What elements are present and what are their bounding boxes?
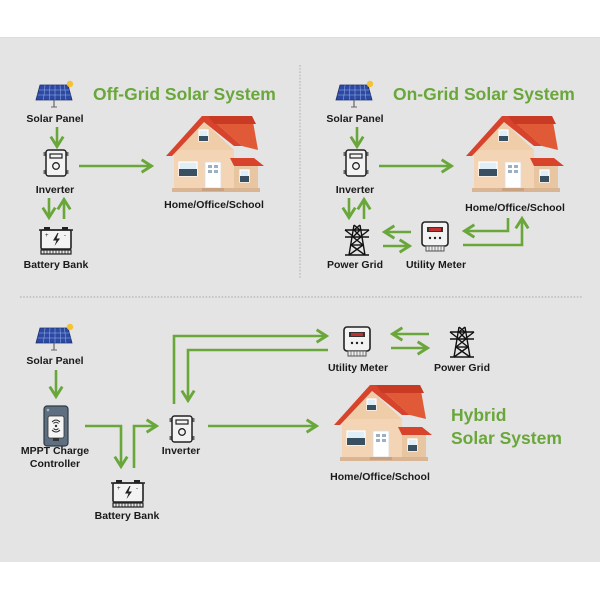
charge-controller-icon — [43, 405, 69, 447]
hybrid-title-line2: Solar System — [451, 428, 562, 448]
transmission-tower-icon — [449, 326, 475, 358]
hybrid-home-label: Home/Office/School — [330, 471, 430, 483]
electric-meter-icon — [343, 326, 371, 357]
solar-panel-icon — [35, 323, 74, 351]
hybrid-utility-meter-label: Utility Meter — [328, 362, 388, 374]
inverter-icon — [168, 415, 196, 443]
off-grid-title: Off-Grid Solar System — [93, 84, 276, 104]
hybrid-mppt-label-line2: Controller — [30, 458, 80, 470]
inverter-icon — [342, 149, 370, 177]
hybrid-battery-label: Battery Bank — [95, 510, 160, 522]
hybrid-inverter-label: Inverter — [162, 445, 201, 457]
arrow-mppt-to-battery — [85, 424, 129, 470]
on-grid-inverter-label: Inverter — [336, 184, 375, 196]
battery-icon — [38, 226, 74, 255]
hybrid-mppt-label-line1: MPPT Charge — [21, 445, 89, 457]
on-grid-utility-meter-label: Utility Meter — [406, 259, 466, 271]
house-icon — [165, 115, 265, 193]
solar-panel-icon — [35, 80, 74, 108]
arrow-inverter-to-meter — [172, 328, 330, 404]
off-grid-home-label: Home/Office/School — [164, 199, 264, 211]
arrow-meter-to-home — [463, 215, 530, 247]
on-grid-home-label: Home/Office/School — [465, 202, 565, 214]
inverter-icon — [42, 149, 70, 177]
on-grid-title: On-Grid Solar System — [393, 84, 575, 104]
off-grid-section: Off-Grid Solar System Solar Panel Invert… — [24, 80, 276, 271]
off-grid-inverter-label: Inverter — [36, 184, 75, 196]
arrow-battery-to-inverter — [132, 418, 160, 468]
hybrid-section: Hybrid Solar System Solar Panel MPPT Cha… — [21, 323, 562, 522]
on-grid-solar-panel-label: Solar Panel — [326, 113, 383, 125]
house-icon — [333, 384, 433, 462]
electric-meter-icon — [421, 221, 449, 252]
solar-panel-icon — [335, 80, 374, 108]
house-icon — [465, 115, 565, 193]
arrow-meter-to-inverter — [180, 348, 328, 404]
off-grid-battery-label: Battery Bank — [24, 259, 89, 271]
battery-icon — [110, 479, 146, 508]
off-grid-solar-panel-label: Solar Panel — [26, 113, 83, 125]
hybrid-solar-panel-label: Solar Panel — [26, 355, 83, 367]
transmission-tower-icon — [344, 224, 370, 256]
arrow-home-to-meter — [461, 218, 510, 239]
hybrid-power-grid-label: Power Grid — [434, 362, 490, 374]
hybrid-title-line1: Hybrid — [451, 405, 506, 425]
on-grid-power-grid-label: Power Grid — [327, 259, 383, 271]
on-grid-section: On-Grid Solar System Solar Panel Inverte… — [326, 80, 575, 271]
